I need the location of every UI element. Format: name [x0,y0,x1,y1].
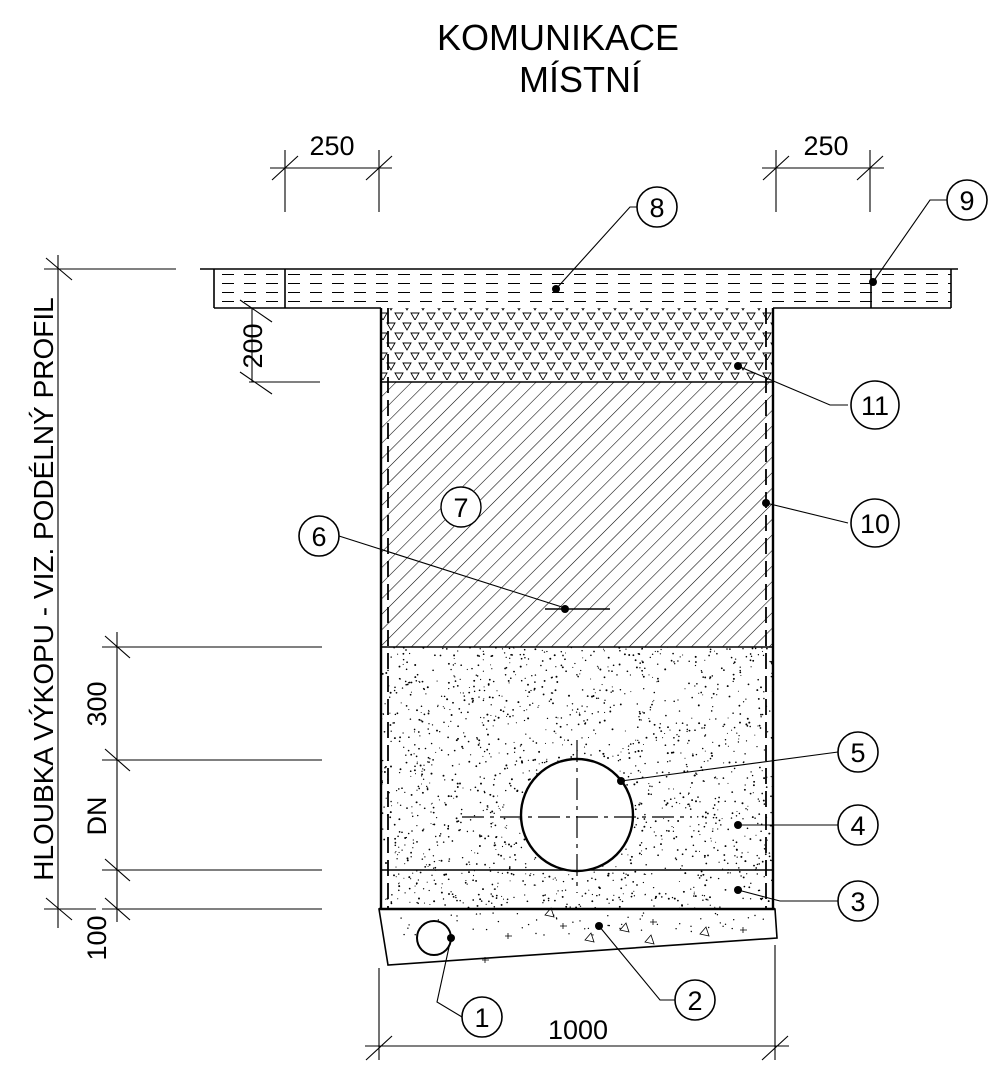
dimension-100-value: 100 [82,915,112,960]
drain-pipe [416,920,452,956]
callout-7: 7 [440,486,482,528]
dimension-layer-200: 200 [238,299,320,395]
callout-6-label: 6 [311,522,326,552]
callout-2-label: 2 [687,986,702,1016]
callout-7-label: 7 [453,493,468,523]
callout-11: 11 [734,362,900,430]
dimension-top-right: 250 [762,131,884,212]
dimension-chain-left: 300 DN 100 [82,632,322,961]
callout-9: 9 [869,179,988,286]
dimension-300-value: 300 [82,681,112,726]
callout-11-label: 11 [861,391,889,421]
dimension-excavation-depth: HLOUBKA VÝKOPU - VIZ. PODÉLNÝ PROFIL [28,255,176,928]
callout-10: 10 [762,498,900,548]
title-line-1: KOMUNIKACE [437,17,679,58]
dimension-top-right-value: 250 [803,131,848,161]
concrete-footing [378,907,778,966]
dimension-top-left-value: 250 [309,131,354,161]
callout-10-label: 10 [860,509,890,539]
callout-8: 8 [552,186,678,293]
dimension-top-left: 250 [270,131,393,212]
sand-bedding-layer [381,647,773,910]
callout-2: 2 [595,922,716,1021]
gravel-layer [381,308,773,382]
callout-3-label: 3 [850,887,865,917]
backfill-hatched-layer [381,382,773,647]
callout-4-label: 4 [850,811,865,841]
callout-4: 4 [734,804,879,846]
callout-5-label: 5 [850,738,865,768]
title-line-2: MÍSTNÍ [519,59,641,100]
trench-walls [379,308,775,909]
dimension-dn-value: DN [82,797,112,836]
excavation-depth-label: HLOUBKA VÝKOPU - VIZ. PODÉLNÝ PROFIL [28,297,59,881]
callout-8-label: 8 [649,193,664,223]
road-surface-layer [200,268,958,309]
callout-6: 6 [298,515,610,613]
callout-5: 5 [617,731,879,785]
callout-1: 1 [436,934,503,1038]
dimension-width-1000: 1000 [365,945,789,1061]
callout-3: 3 [734,880,879,922]
callout-9-label: 9 [959,186,974,216]
dimension-width-value: 1000 [548,1015,608,1045]
callout-1-label: 1 [474,1003,489,1033]
pipe-cross-section [462,740,692,893]
dimension-layer-200-value: 200 [238,323,268,368]
